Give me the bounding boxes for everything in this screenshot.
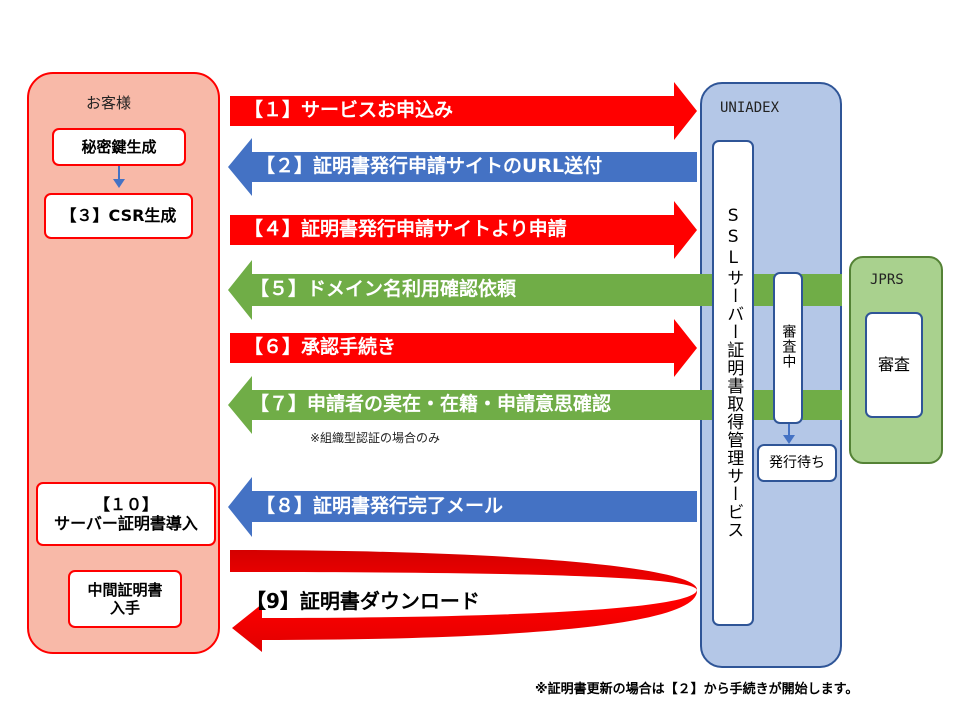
step8-arrow (228, 477, 697, 537)
step6-label: 【６】承認手続き (244, 336, 397, 358)
step2-arrow (228, 138, 697, 196)
review-label: 審査 (877, 355, 910, 375)
step2-label: 【２】証明書発行申請サイトのURL送付 (256, 155, 603, 177)
waiting-label: 発行待ち (769, 454, 825, 471)
install-box: 【１０】 サーバー証明書導入 (36, 482, 216, 546)
step6-arrow (230, 319, 697, 377)
reviewing-box: 審査中 (773, 272, 803, 424)
install-label-line1: 【１０】 (93, 494, 158, 514)
ssl-service-box: SSLサーバー証明書取得管理サービス (712, 140, 754, 626)
reviewing-label: 審査中 (780, 324, 797, 369)
step9-arrow (230, 550, 698, 652)
step4-label: 【４】証明書発行申請サイトより申請 (244, 218, 567, 240)
jprs-lane-title: JPRS (870, 272, 904, 288)
waiting-box: 発行待ち (757, 444, 837, 482)
install-label-line2: サーバー証明書導入 (54, 514, 198, 533)
step7-arrow (228, 376, 842, 434)
csr-label: 【３】CSR生成 (60, 206, 177, 226)
step8-label: 【８】証明書発行完了メール (256, 495, 504, 517)
customer-lane-title: お客様 (86, 94, 132, 112)
step7-note: ※組織型認証の場合のみ (310, 431, 441, 445)
review-box: 審査 (865, 312, 923, 418)
private-key-box: 秘密鍵生成 (52, 128, 186, 166)
step1-arrow (230, 82, 697, 140)
private-key-to-csr-arrow (113, 166, 125, 188)
step4-arrow (230, 201, 697, 259)
footnote: ※証明書更新の場合は【２】から手続きが開始します。 (535, 682, 859, 697)
customer-lane (27, 72, 220, 654)
step9-label: 【9】証明書ダウンロード (246, 589, 480, 613)
csr-box: 【３】CSR生成 (44, 193, 193, 239)
intermediate-label-line1: 中間証明書 (87, 581, 163, 599)
reviewing-to-waiting-arrow (783, 424, 795, 444)
step5-label: 【５】ドメイン名利用確認依頼 (250, 278, 517, 300)
step1-label: 【１】サービスお申込み (244, 99, 454, 121)
intermediate-cert-box: 中間証明書 入手 (68, 570, 182, 628)
step5-arrow (228, 260, 842, 320)
intermediate-label-line2: 入手 (109, 599, 140, 617)
uniadex-lane-title: UNIADEX (720, 100, 780, 116)
step7-label: 【７】申請者の実在・在籍・申請意思確認 (250, 393, 612, 415)
private-key-label: 秘密鍵生成 (81, 138, 157, 156)
ssl-service-label: SSLサーバー証明書取得管理サービス (723, 206, 744, 539)
